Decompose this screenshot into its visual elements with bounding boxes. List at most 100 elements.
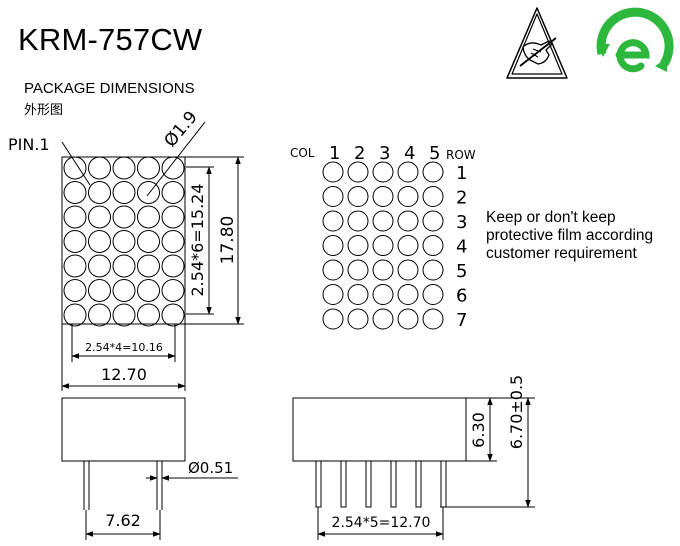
note-line: customer requirement [486, 245, 637, 262]
col-number: 3 [379, 143, 390, 164]
section-title: PACKAGE DIMENSIONS [24, 80, 195, 97]
matrix-led-dot [372, 235, 394, 256]
led-dot [63, 156, 87, 180]
row-number: 3 [456, 212, 467, 233]
bottom-view [292, 397, 535, 540]
page-title: KRM-757CW [18, 22, 203, 57]
row-pitch-label: 2.54*6=15.24 [188, 183, 207, 296]
matrix-led-dot [397, 210, 419, 232]
matrix-led-dot [322, 161, 344, 183]
row-label: ROW [446, 148, 476, 162]
row-number: 1 [456, 163, 467, 184]
matrix-led-dot [397, 308, 419, 330]
matrix-led-dot [322, 308, 344, 330]
note-line: protective film according [486, 227, 654, 244]
body-height-label: 6.30 [469, 412, 488, 448]
led-dot [63, 279, 87, 302]
dot-diameter-label: Ø1.9 [161, 107, 202, 151]
led-dot [112, 303, 136, 327]
led-dot [161, 156, 185, 180]
matrix-led-dot [422, 259, 444, 281]
matrix-led-dot [347, 210, 369, 232]
led-dot [112, 254, 136, 278]
led-dot [88, 303, 111, 327]
led-dot [161, 230, 185, 253]
pin [390, 460, 397, 508]
led-dot [161, 205, 185, 229]
matrix-led-dot [422, 235, 444, 256]
led-dot [63, 254, 87, 278]
pin [365, 460, 372, 508]
row-number: 7 [456, 310, 467, 331]
matrix-led-dot [397, 259, 419, 281]
led-dot [161, 181, 185, 204]
led-dot [137, 181, 160, 204]
matrix-led-dot [397, 161, 419, 183]
pin-diameter-label: Ø0.51 [188, 459, 233, 477]
pin1-label: PIN.1 [8, 135, 50, 154]
led-dot [112, 181, 136, 204]
row-number: 6 [456, 286, 467, 307]
height-label: 17.80 [218, 216, 238, 265]
matrix-led-dot [322, 284, 344, 305]
matrix-led-dot [372, 259, 394, 281]
pin-pitch-label: 2.54*5=12.70 [332, 515, 431, 531]
led-dot [137, 156, 160, 180]
matrix-led-dot [322, 186, 344, 207]
matrix-led-dot [372, 284, 394, 305]
led-dot [137, 254, 160, 278]
matrix-led-dot [397, 284, 419, 305]
led-dot [112, 156, 136, 180]
led-dot [161, 254, 185, 278]
front-dot-grid [63, 156, 185, 327]
matrix-led-dot [347, 235, 369, 256]
matrix-led-dot [322, 259, 344, 281]
matrix-led-dot [347, 186, 369, 207]
col-number: 2 [354, 143, 365, 164]
led-dot [88, 230, 111, 253]
matrix-led-dot [372, 161, 394, 183]
col-number: 1 [329, 143, 340, 164]
protective-film-note: Keep or don't keep protective film accor… [486, 209, 676, 263]
led-dot [137, 230, 160, 253]
matrix-led-dot [372, 186, 394, 207]
led-dot [63, 303, 87, 327]
matrix-led-dot [322, 235, 344, 256]
note-line: Keep or don't keep [486, 209, 616, 226]
matrix-led-dot [347, 161, 369, 183]
total-height-label: 6.70±0.5 [507, 375, 526, 449]
matrix-led-dot [347, 284, 369, 305]
led-dot [88, 156, 111, 180]
led-dot [63, 205, 87, 229]
led-dot [88, 181, 111, 204]
front-view [61, 121, 244, 391]
width-label: 12.70 [101, 365, 147, 384]
led-dot [161, 279, 185, 302]
led-dot [112, 279, 136, 302]
matrix-led-dot [422, 161, 444, 183]
matrix-dot-grid [322, 161, 444, 330]
led-dot [88, 279, 111, 302]
esd-warning-icon [506, 7, 568, 79]
led-dot [161, 303, 185, 327]
pin-spacing-label: 7.62 [105, 511, 141, 530]
col-number: 4 [404, 143, 415, 164]
row-number: 2 [456, 188, 467, 209]
pin [340, 460, 347, 508]
led-dot [137, 279, 160, 302]
led-dot [112, 230, 136, 253]
matrix-led-dot [397, 235, 419, 256]
pin [315, 460, 322, 508]
col-label: COL [290, 146, 315, 160]
matrix-led-dot [347, 308, 369, 330]
led-dot [112, 205, 136, 229]
led-dot [63, 181, 87, 204]
pin [440, 460, 447, 508]
col-pitch-label: 2.54*4=10.16 [85, 341, 163, 354]
matrix-led-dot [347, 259, 369, 281]
matrix-led-dot [397, 186, 419, 207]
